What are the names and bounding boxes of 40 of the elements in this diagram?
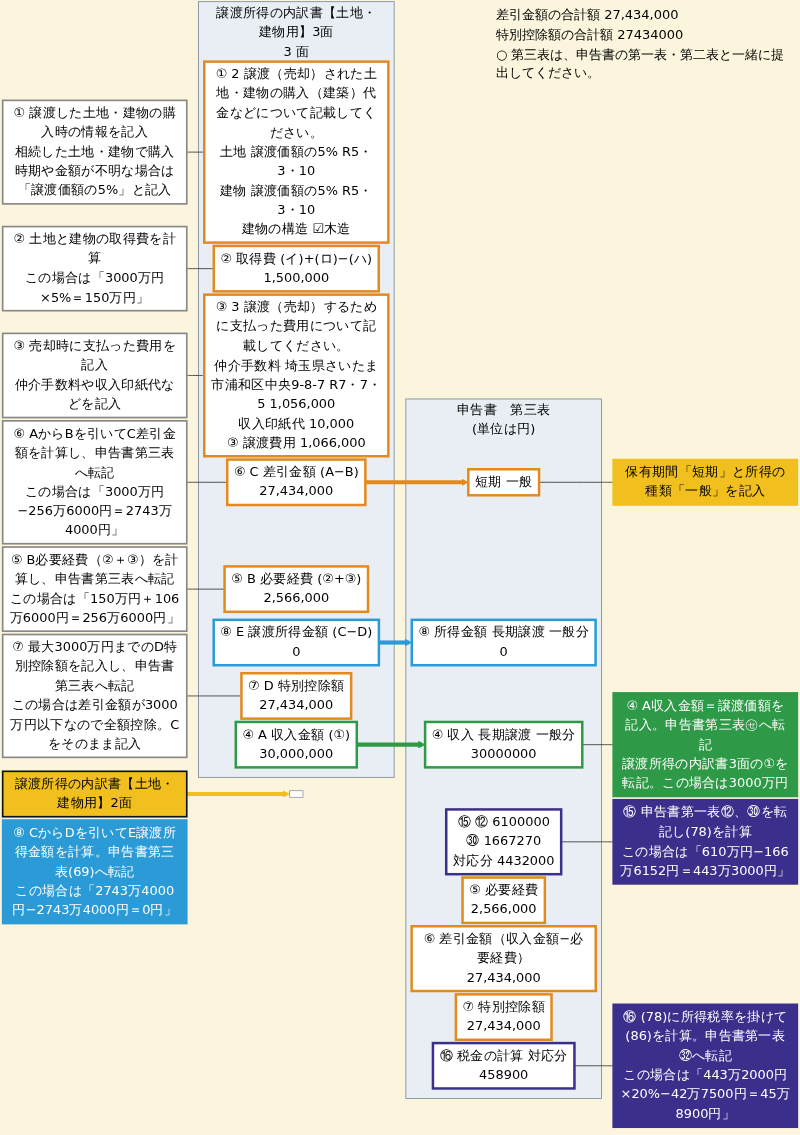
node-box: ① 2 譲渡（売却）された土地・建物の購入（建築）代金などについて記載してください。 土地 譲渡価額の5% R5・3・10 建物 譲渡価額の5% R5・3・10 建物の構造 ☑木造 [203,60,390,244]
connector [186,588,225,590]
node-box: ⑮ 申告書第一表⑫、㉚を転記し(78)を計算 この場合は「610万円−166万6152円＝443万3000円」 [612,798,799,885]
arrow [356,741,426,749]
node-box: 譲渡所得の内訳書【土地・建物用】2面 [1,770,188,818]
node-box: ④ A 収入金額 (①) 30,000,000 [234,720,359,769]
node-box: ⑦ 特別控除額 27,434,000 [454,993,553,1041]
note-text: 特別控除額の合計額 27434000 [496,26,685,44]
node-box: ⑤ B 必要経費 (②+③) 2,566,000 [223,565,370,614]
node-box: ④ A収入金額＝譲渡価額を記入。申告書第三表㋝へ転記 譲渡所得の内訳書3面の①を転記。この場合は3000万円 [612,692,799,798]
note-text: 差引金額の合計額 27,434,000 [496,6,680,24]
node-box [289,790,304,798]
node-box: ④ 収入 長期譲渡 一般分 30000000 [423,720,584,769]
arrow [365,478,469,486]
node-box: ② 取得費 (イ)+(ロ)−(ハ) 1,500,000 [212,244,380,293]
node-box: ⑧ CからDを引いてE譲渡所得金額を計算。申告書第三表(69)へ転記 この場合は「2743万4000円−2743万4000円＝0円」 [1,819,188,925]
note-text: ○ 第三表は、申告書の第一表・第二表と一緒に提出してください。 [496,46,786,82]
node-box: ⑥ C 差引金額 (A−B) 27,434,000 [225,458,367,507]
node-box: ⑦ 最大3000万円までのD特別控除額を記入し、申告書第三表へ転記 この場合は差引金額が3000万円以下なので全額控除。Cをそのまま記入 [1,633,188,759]
node-box: 短期 一般 [467,468,541,497]
connector [186,481,228,483]
node-box: ⑧ E 譲渡所得金額 (C−D) 0 [212,618,381,667]
node-box: 保有期間「短期」と所得の種類「一般」を記入 [612,458,799,506]
node-box: ② 土地と建物の取得費を計算 この場合は「3000万円×5%＝150万円」 [1,225,188,312]
node-box: ⑥ AからBを引いてC差引金額を計算し、申告書第三表へ転記 この場合は「3000万円−256万6000円＝2743万4000円」 [1,420,188,545]
node-box: ③ 3 譲渡（売却）するために支払った費用について記載してください。 仲介手数料 埼玉県さいたま市浦和区中央9-8-7 R7・7・5 1,056,000 収入印紙代 10,000 ③ 譲渡費用 1,066,000 [203,293,390,458]
connector [186,375,205,376]
node-box: ⑯ 税金の計算 対応分 458900 [431,1041,576,1090]
node-box: ① 譲渡した土地・建物の購入時の情報を記入 相続した土地・建物で購入時期や金額が不明な場合は「譲渡価額の5%」と記入 [1,99,188,205]
node-box: ⑮ ⑫ 6100000 ㉚ 1667270 対応分 4432000 [445,808,563,876]
connector [574,1065,614,1067]
node-box: ⑦ D 特別控除額 27,434,000 [240,672,353,720]
connector [186,151,205,153]
node-box: ⑤ B必要経費（②＋③）を計算し、申告書第三表へ転記 この場合は「150万円＋106万6000円＝256万6000円」 [1,546,188,632]
node-box: ⑥ 差引金額（収入金額−必要経費） 27,434,000 [410,925,597,993]
node-box: ③ 売却時に支払った費用を記入 仲介手数料や収入印紙代などを記入 [1,332,188,419]
node-box: ⑤ 必要経費 2,566,000 [461,876,547,925]
connector [186,695,242,697]
node-box: ⑯ (78)に所得税率を掛けて(86)を計算。申告書第一表㉜へ転記 この場合は「443万2000円×20%−42万7500円＝45万8900円」 [612,1003,799,1129]
node-box: ⑧ 所得金額 長期譲渡 一般分 0 [410,618,597,667]
